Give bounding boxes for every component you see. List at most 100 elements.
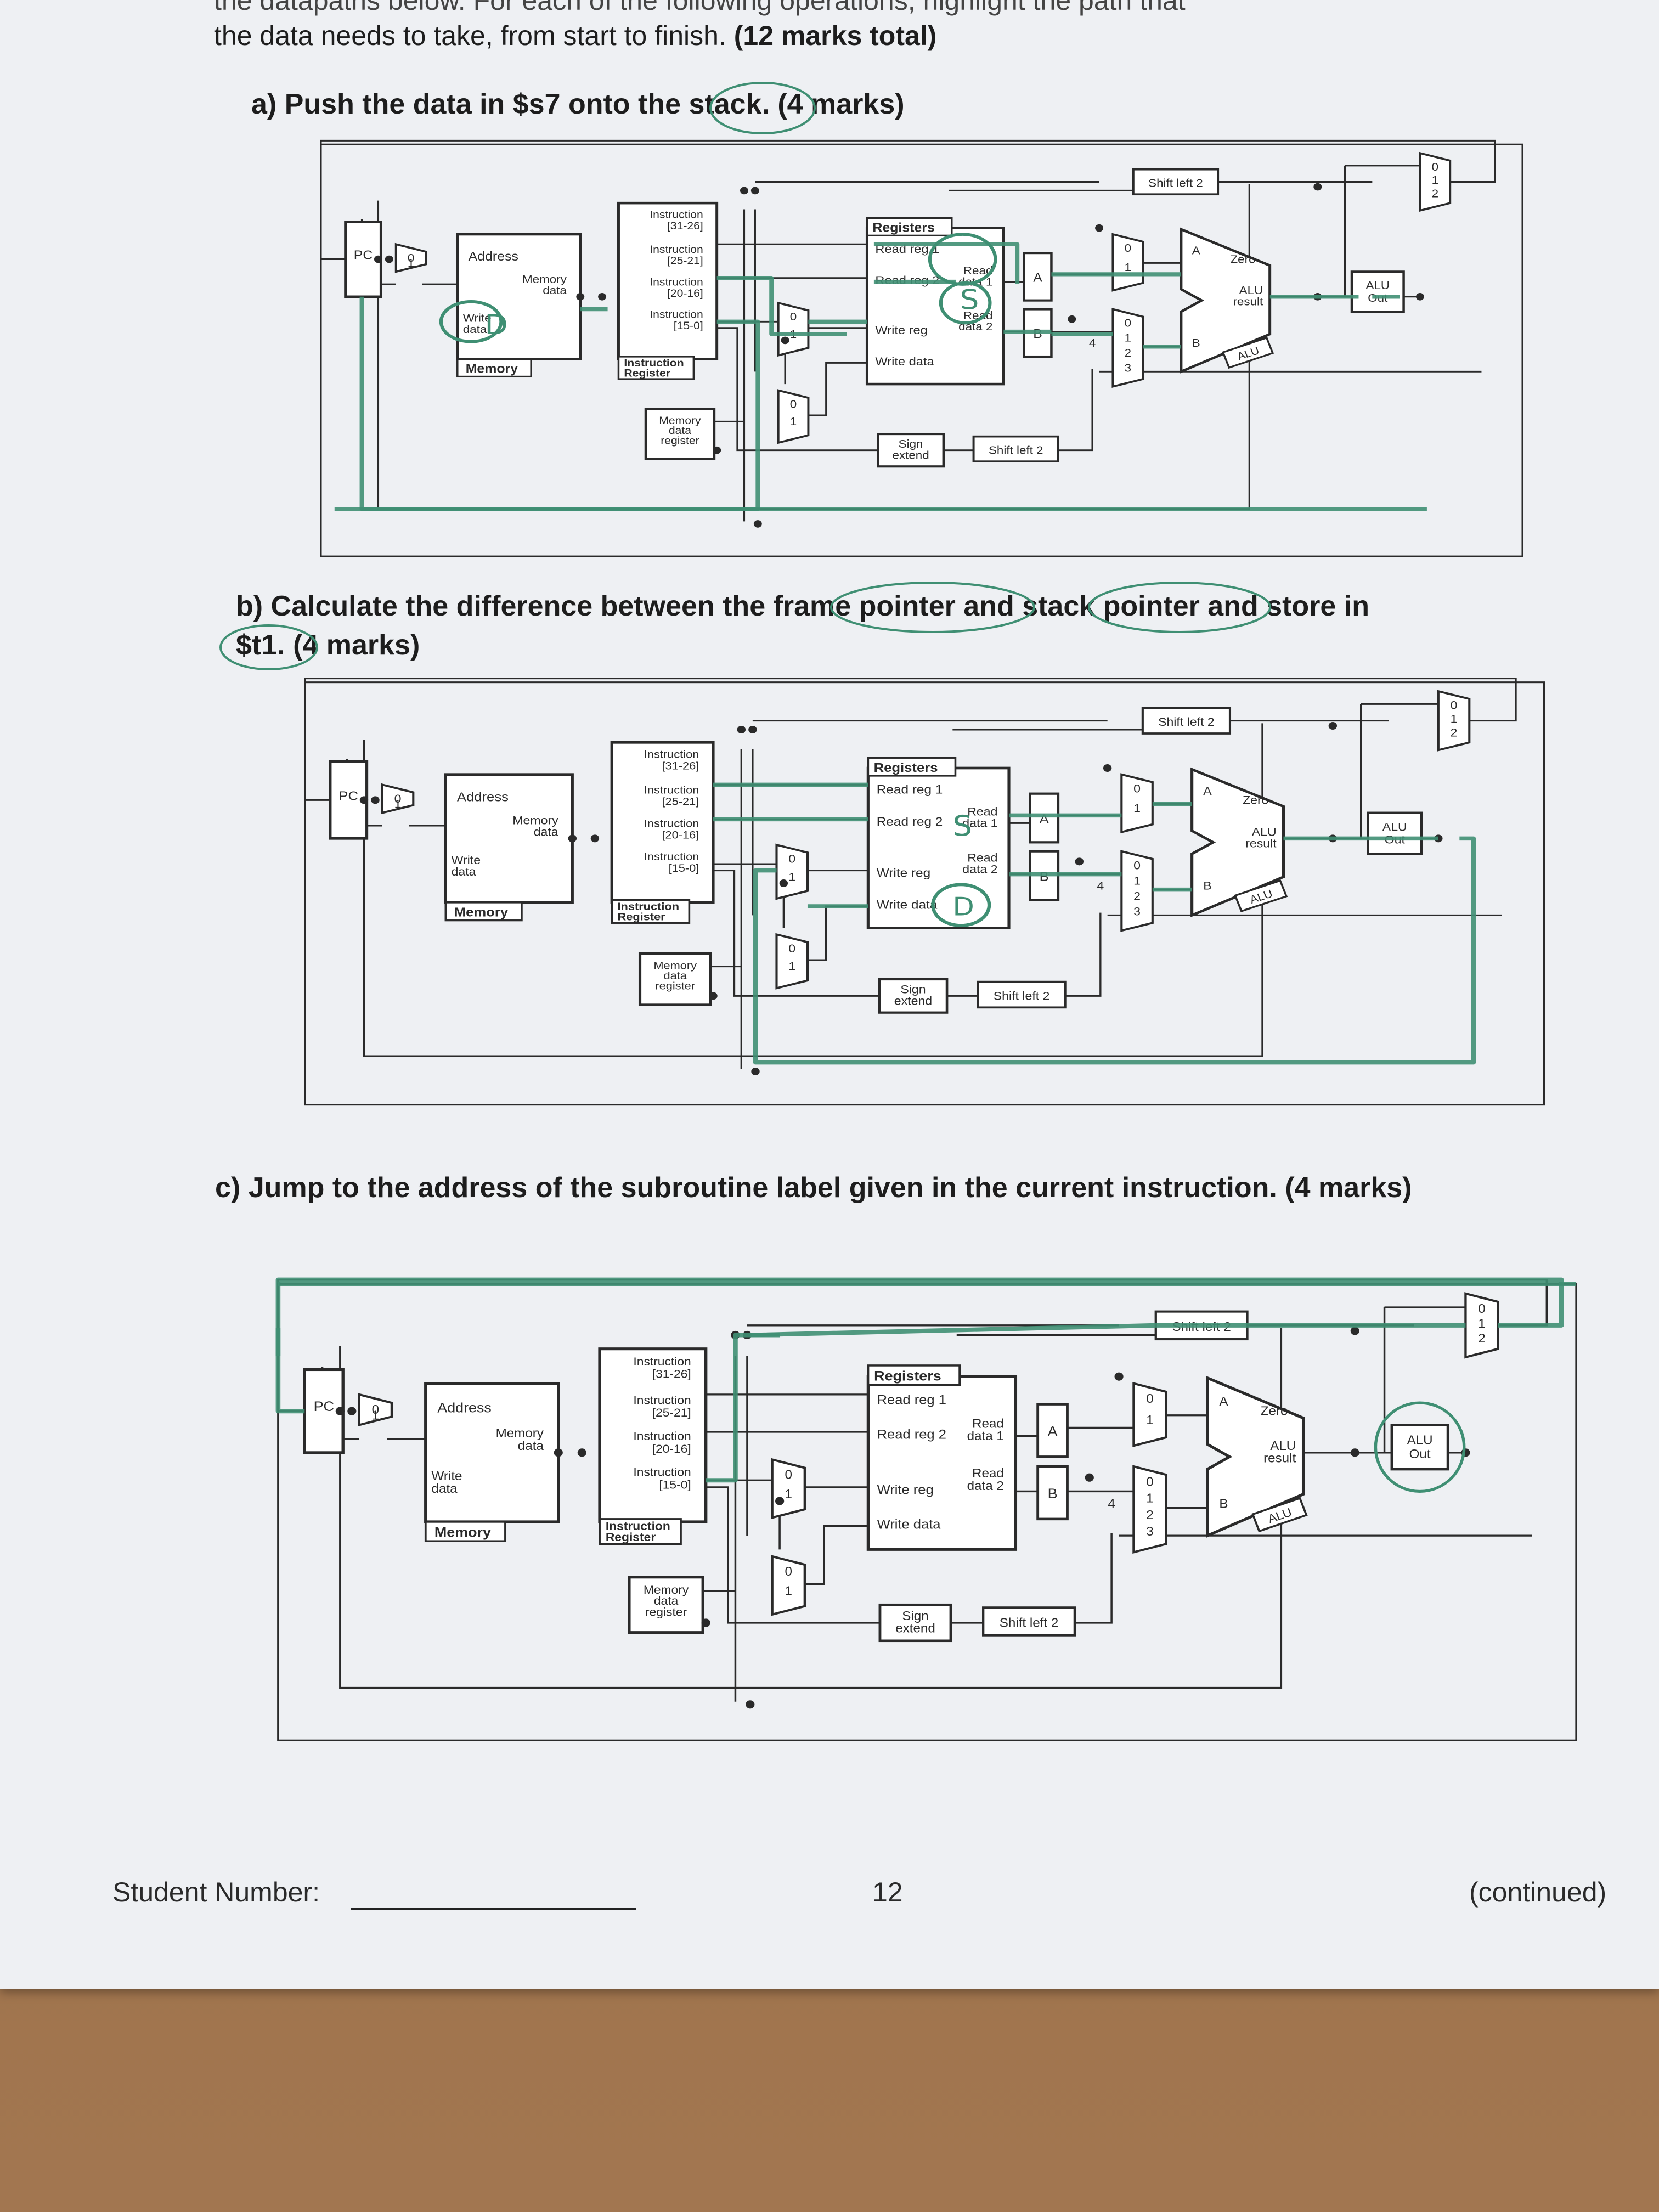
instr-150-2: [15-0]	[659, 1478, 691, 1491]
continued-label: (continued)	[1469, 1877, 1607, 1908]
shift-left-2-lower-label: Shift left 2	[994, 989, 1050, 1002]
alu-b-mux-input-2: 2	[1125, 347, 1131, 359]
four-label: 4	[1097, 879, 1104, 893]
instr-3126-1: Instruction	[650, 209, 703, 221]
alu-b-input: B	[1203, 879, 1211, 893]
registers-label: Registers	[872, 221, 934, 235]
instr-150-2: [15-0]	[669, 862, 699, 874]
alu	[1206, 1375, 1305, 1538]
read-data1-1: Read	[963, 264, 993, 277]
read-reg2-label: Read reg 2	[877, 815, 943, 828]
pc-source-mux-input-2: 2	[1451, 726, 1458, 739]
instr-3126-2: [31-26]	[667, 221, 703, 232]
memory-name-box	[444, 901, 523, 922]
alu-out-2: Out	[1409, 1447, 1431, 1461]
read-data2-2: data 2	[967, 1479, 1004, 1493]
read-reg1-label: Read reg 1	[877, 1393, 946, 1407]
question-b-marks: (4 marks)	[293, 629, 420, 661]
address-mux	[394, 242, 427, 273]
alu-a-input: A	[1192, 244, 1201, 257]
write-reg-mux-input-1: 1	[785, 1487, 792, 1501]
alu	[1180, 227, 1272, 374]
alu-a-mux-input-1: 1	[1133, 802, 1141, 815]
registers-label: Registers	[874, 761, 938, 775]
address-mux-input-1: 1	[394, 797, 402, 810]
mdr-2: data	[654, 1594, 679, 1607]
mdr-3: register	[655, 980, 695, 992]
b-label: B	[1048, 1486, 1058, 1502]
write-reg-mux-input-0: 0	[785, 1468, 792, 1481]
instruction-register	[598, 1347, 708, 1523]
write-data-label-2: data	[452, 865, 477, 878]
memory-name: Memory	[466, 362, 518, 376]
sign-1: Sign	[899, 438, 923, 450]
zero-label: Zero	[1261, 1404, 1288, 1418]
instr-2016-1: Instruction	[650, 276, 703, 288]
pc-source-mux-input-1: 1	[1478, 1317, 1485, 1330]
alu-a-mux-input-1: 1	[1146, 1413, 1153, 1427]
read-data2-1: Read	[967, 851, 997, 864]
write-reg-mux-input-1: 1	[788, 870, 795, 883]
instr-2016-2: [20-16]	[662, 829, 699, 841]
memory-data-label-1: Memory	[522, 273, 567, 286]
instruction-line-1: the datapaths below. For each of the fol…	[214, 0, 1186, 16]
memory-name: Memory	[454, 906, 509, 920]
address-mux	[381, 783, 415, 815]
b-register	[1036, 1465, 1069, 1521]
instr-2016-1: Instruction	[644, 817, 699, 830]
pc-source-mux	[1437, 690, 1471, 752]
alu-a-mux	[1120, 773, 1154, 834]
exam-page: the datapaths below. For each of the fol…	[0, 0, 1659, 1989]
total-marks: (12 marks total)	[733, 20, 937, 51]
shift-left-2-upper	[1141, 707, 1232, 735]
alu-out-1: ALU	[1383, 820, 1407, 833]
instr-2521-1: Instruction	[633, 1393, 691, 1407]
write-data-mux-input-1: 1	[788, 960, 795, 973]
sign-1: Sign	[902, 1609, 928, 1623]
read-data2-2: data 2	[962, 862, 997, 876]
write-reg-mux-input-0: 0	[790, 311, 797, 323]
question-a-marks: (4 marks)	[777, 88, 905, 120]
mdr-2: data	[663, 970, 687, 982]
instr-2521-2: [25-21]	[652, 1406, 691, 1419]
registers-name-box	[867, 757, 957, 777]
page-number: 12	[872, 1877, 903, 1908]
alu-b-mux-input-0: 0	[1125, 317, 1132, 329]
alu-b-mux-input-3: 3	[1146, 1525, 1153, 1538]
alu-a-mux-input-0: 0	[1146, 1392, 1153, 1406]
read-data2-1: Read	[972, 1466, 1004, 1480]
memory-data-register	[628, 1576, 704, 1634]
question-a-label: a)	[251, 88, 277, 120]
address-mux-input-1: 1	[408, 257, 414, 269]
question-c-marks: (4 marks)	[1285, 1172, 1412, 1204]
instr-reg-name-box	[599, 1518, 682, 1545]
registers-label: Registers	[874, 1368, 941, 1384]
read-data1-2: data 1	[962, 816, 997, 830]
a-label: A	[1033, 270, 1042, 285]
memory-data-register	[644, 408, 716, 460]
pc-source-mux	[1464, 1292, 1499, 1359]
mdr-2: data	[669, 425, 692, 437]
read-reg1-label: Read reg 1	[877, 783, 943, 797]
alu-out-register	[1350, 270, 1405, 313]
student-number-label: Student Number:	[112, 1877, 320, 1908]
instr-2521-2: [25-21]	[667, 255, 703, 267]
alu-a-mux	[1132, 1382, 1167, 1447]
pc-source-mux-input-2: 2	[1432, 187, 1438, 200]
alu-a-mux-input-1: 1	[1125, 261, 1131, 274]
address-label: Address	[437, 1400, 492, 1415]
address-mux	[358, 1393, 393, 1427]
pc-source-mux-input-2: 2	[1478, 1331, 1485, 1345]
alu-out-register	[1367, 811, 1423, 855]
memory-data-register	[638, 952, 712, 1006]
read-data1-1: Read	[967, 805, 997, 818]
pc-source-mux-input-1: 1	[1432, 174, 1438, 187]
instr-2016-2: [20-16]	[667, 288, 703, 300]
instr-reg-name-1: Instruction	[606, 1520, 670, 1533]
sign-extend	[878, 978, 949, 1014]
write-data-label-2: data	[432, 1482, 458, 1496]
alu-result-2: result	[1245, 837, 1276, 850]
alu	[1190, 767, 1285, 917]
four-label: 4	[1108, 1497, 1115, 1510]
